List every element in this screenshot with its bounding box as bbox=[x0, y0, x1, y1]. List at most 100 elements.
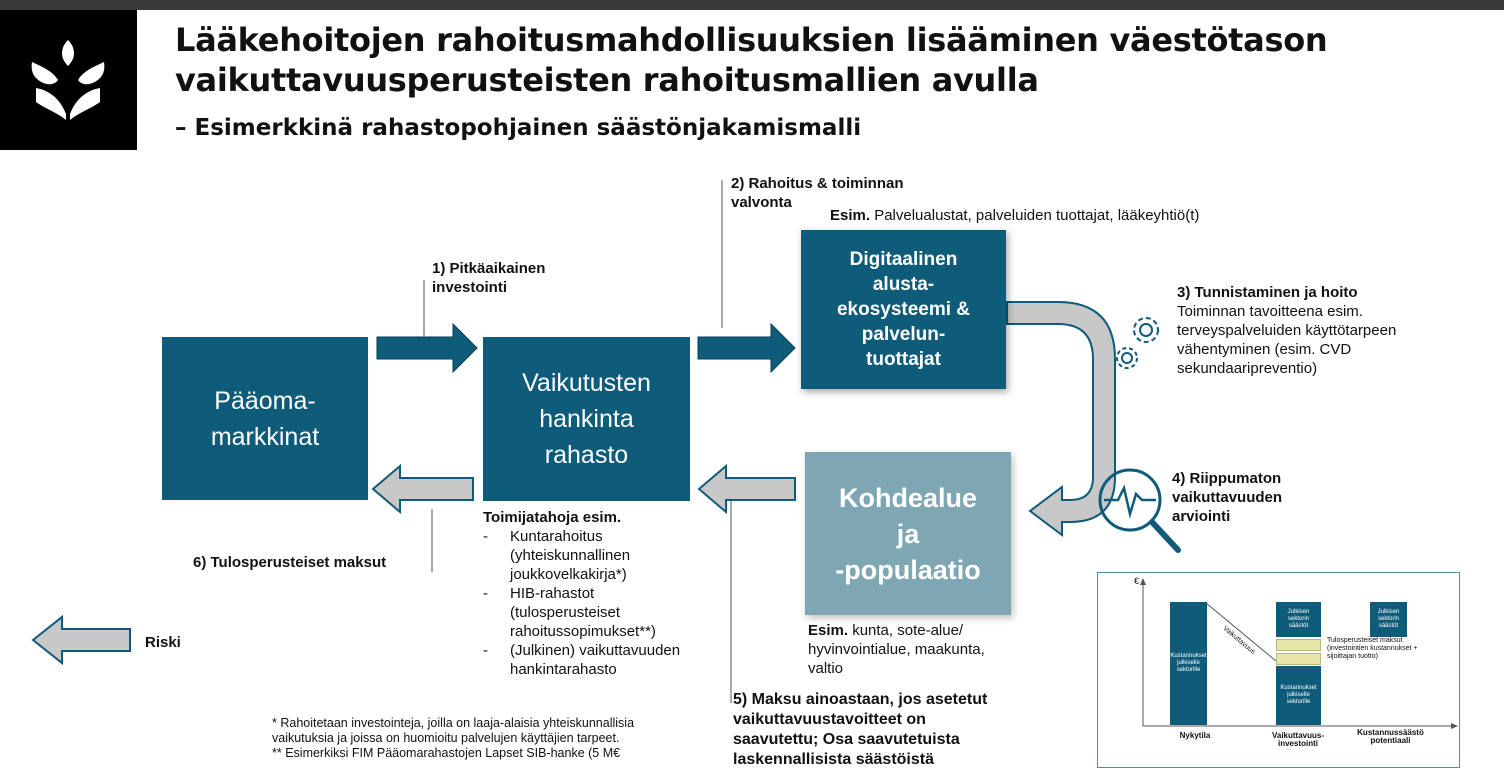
target-example: Esim. kunta, sote-alue/ hyvinvointialue,… bbox=[808, 621, 985, 678]
step1-label: 1) Pitkäaikainen investointi bbox=[432, 259, 545, 297]
arrow-risk bbox=[31, 614, 131, 666]
band-note-line-3: sijoittajan tuotto) bbox=[1327, 653, 1378, 660]
target-line-3: valtio bbox=[808, 660, 844, 677]
actor-item: HIB-rahastot (tulosperusteiset rahoituss… bbox=[483, 584, 723, 641]
vaikutusten-hankintarahasto-box: Vaikutusten hankinta rahasto bbox=[483, 337, 690, 501]
kohdealue-populaatio-box: Kohdealue ja -populaatio bbox=[805, 452, 1011, 615]
gears-icon bbox=[1116, 317, 1159, 369]
magnifier-pulse-icon bbox=[1098, 468, 1181, 553]
bar3-line-1: Julkisen bbox=[1377, 609, 1400, 615]
digi-line-1: Digitaalinen bbox=[849, 249, 958, 270]
actor-1-line-3: joukkovelkakirja*) bbox=[510, 566, 627, 583]
digi-line-2: alusta- bbox=[872, 274, 935, 295]
logo bbox=[0, 10, 137, 150]
mini-band-2 bbox=[1276, 653, 1321, 665]
step4-label: 4) Riippumaton vaikuttavuuden arviointi bbox=[1172, 469, 1282, 526]
mini-bar-costs-2: Kustannukset julkiselle sektorille bbox=[1276, 666, 1321, 725]
footnotes: * Rahoitetaan investointeja, joilla on l… bbox=[272, 716, 692, 761]
step3-line-3: vähentyminen (esim. CVD bbox=[1177, 341, 1352, 358]
page-subtitle: – Esimerkkinä rahastopohjainen säästönja… bbox=[175, 115, 862, 141]
footnote-line-2: vaikutuksia ja joissa on huomioitu palve… bbox=[272, 731, 620, 745]
step2-line-1: 2) Rahoitus & toiminnan bbox=[731, 175, 904, 192]
step5-line-1: 5) Maksu ainoastaan, jos asetetut bbox=[733, 691, 988, 708]
x2-line-1: Vaikuttavuus- bbox=[1271, 731, 1324, 740]
step4-line-1: 4) Riippumaton bbox=[1172, 470, 1282, 487]
step5-line-3: saavutettu; Osa saavutetuista bbox=[733, 731, 960, 748]
mini-chart-y-label: € bbox=[1134, 576, 1140, 586]
bar1-line-1: Kustannukset bbox=[1170, 653, 1207, 659]
step5-line-2: vaikuttavuustavoitteet on bbox=[733, 711, 926, 728]
step1-line-2: investointi bbox=[432, 279, 508, 296]
actor-item: Kuntarahoitus (yhteiskunnallinen joukkov… bbox=[483, 527, 723, 584]
band-note-line-2: (investointien kustannukset + bbox=[1327, 645, 1418, 652]
paaomamarkkinat-box: Pääoma- markkinat bbox=[162, 337, 368, 500]
x3-line-2: potentiaali bbox=[1370, 736, 1411, 745]
arrow-rahasto-to-digitaalinen bbox=[697, 322, 796, 374]
step3-line-1: Toiminnan tavoitteena esim. bbox=[1177, 303, 1363, 320]
bar2t-line-1: Julkisen bbox=[1287, 609, 1310, 615]
actor-2-line-1: HIB-rahastot bbox=[510, 585, 595, 602]
step3-label: 3) Tunnistaminen ja hoito Toiminnan tavo… bbox=[1177, 283, 1396, 378]
arrow-digitaalinen-to-kohdealue bbox=[1006, 301, 1116, 537]
footnote-line-3: ** Esimerkiksi FIM Pääomarahastojen Laps… bbox=[272, 746, 621, 760]
risk-label: Riski bbox=[145, 634, 181, 651]
digi-line-5: tuottajat bbox=[866, 349, 941, 370]
top-bar bbox=[0, 0, 1504, 10]
actor-1-line-1: Kuntarahoitus bbox=[510, 528, 603, 545]
actor-3-line-2: hankintarahasto bbox=[510, 661, 617, 678]
step2-line-2: valvonta bbox=[731, 194, 792, 211]
savings-mini-chart: € Kustannukset julkiselle sektorille Jul… bbox=[1097, 572, 1460, 768]
step2-label: 2) Rahoitus & toiminnan valvonta bbox=[731, 174, 904, 212]
step3-line-4: sekundaaripreventio) bbox=[1177, 360, 1318, 377]
bar3-line-2: sektorin bbox=[1377, 616, 1399, 622]
title-line-2: vaikuttavuusperusteisten rahoitusmallien… bbox=[175, 61, 1039, 99]
bar2t-line-3: säästöt bbox=[1288, 623, 1309, 629]
band-note-line-1: Tulosperusteiset maksut bbox=[1327, 637, 1403, 644]
target-bold: Esim. bbox=[808, 622, 849, 639]
mini-x-label-3: Kustannussäästö potentiaali bbox=[1353, 729, 1428, 745]
actor-item: (Julkinen) vaikuttavuuden hankintarahast… bbox=[483, 641, 723, 679]
rahasto-line-2: hankinta bbox=[539, 405, 634, 433]
actors-title: Toimijatahoja esim. bbox=[483, 509, 622, 526]
mini-bar-savings-3: Julkisen sektorin säästöt bbox=[1370, 602, 1407, 637]
step4-line-3: arviointi bbox=[1172, 508, 1231, 525]
actors-list: Toimijatahoja esim. Kuntarahoitus (yhtei… bbox=[483, 508, 723, 679]
kohde-line-1: Kohdealue bbox=[838, 482, 977, 513]
paaoma-line-2: markkinat bbox=[210, 422, 320, 451]
bar3-line-3: säästöt bbox=[1378, 623, 1399, 629]
x3-line-1: Kustannussäästö bbox=[1357, 728, 1424, 737]
target-line-2: hyvinvointialue, maakunta, bbox=[808, 641, 985, 658]
actor-3-line-1: (Julkinen) vaikuttavuuden bbox=[510, 642, 681, 659]
arrow-kohdealue-to-rahasto bbox=[697, 463, 796, 515]
mini-chart-axes bbox=[1140, 578, 1458, 729]
step3-title: 3) Tunnistaminen ja hoito bbox=[1177, 284, 1358, 301]
mini-bar-nykytila: Kustannukset julkiselle sektorille bbox=[1170, 602, 1207, 725]
actor-2-line-3: rahoitussopimukset**) bbox=[510, 623, 656, 640]
mini-band-note: Tulosperusteiset maksut (investointien k… bbox=[1327, 637, 1417, 661]
x1-line-1: Nykytila bbox=[1179, 731, 1211, 740]
x2-line-2: investointi bbox=[1277, 739, 1318, 748]
mini-x-label-2: Vaikuttavuus- investointi bbox=[1263, 732, 1333, 748]
sprout-logo-icon bbox=[31, 40, 105, 120]
mini-x-label-1: Nykytila bbox=[1170, 732, 1220, 740]
mini-band-1 bbox=[1276, 639, 1321, 651]
bar1-line-2: julkiselle bbox=[1177, 660, 1200, 666]
page-title: Lääkehoitojen rahoitusmahdollisuuksien l… bbox=[175, 20, 1495, 100]
step3-line-2: terveyspalveluiden käyttötarpeen bbox=[1177, 322, 1397, 339]
mini-bar-savings-1: Julkisen sektorin säästöt bbox=[1276, 602, 1321, 637]
digitaalinen-alusta-box: Digitaalinen alusta- ekosysteemi & palve… bbox=[801, 230, 1006, 389]
digi-line-3: ekosysteemi & bbox=[836, 299, 971, 320]
rahasto-line-3: rahasto bbox=[544, 441, 629, 469]
footnote-line-1: * Rahoitetaan investointeja, joilla on l… bbox=[272, 716, 635, 730]
step5-label: 5) Maksu ainoastaan, jos asetetut vaikut… bbox=[733, 690, 987, 770]
actor-2-line-2: (tulosperusteiset bbox=[510, 604, 621, 621]
digi-line-4: palvelun- bbox=[861, 324, 946, 345]
kohde-line-2: ja bbox=[896, 518, 920, 549]
step2-example-bold: Esim. bbox=[830, 207, 871, 224]
bar2b-line-3: sektorille bbox=[1286, 699, 1311, 705]
step5-line-4: laskennallisista säästöistä bbox=[733, 751, 934, 768]
arrow-paaoma-to-rahasto bbox=[376, 322, 478, 374]
title-line-1: Lääkehoitojen rahoitusmahdollisuuksien l… bbox=[175, 21, 1328, 59]
step2-example: Esim. Palvelualustat, palveluiden tuotta… bbox=[830, 206, 1199, 225]
